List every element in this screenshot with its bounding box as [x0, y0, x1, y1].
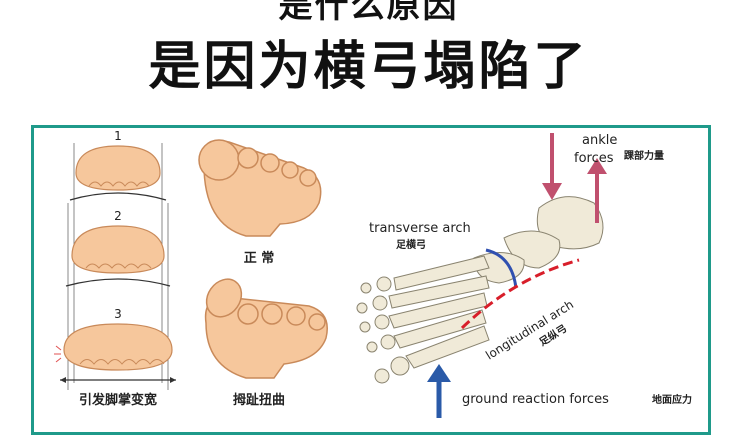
left-caption: 引发脚掌变宽: [79, 392, 157, 408]
twisted-caption: 拇趾扭曲: [233, 392, 285, 408]
transverse-label-cn: 足横弓: [396, 238, 426, 251]
foot-normal: [198, 139, 322, 237]
middle-panel: 正 常 拇趾扭曲: [198, 139, 328, 408]
width-arc-2: [65, 278, 171, 287]
longitudinal-arch-line: [460, 258, 580, 330]
right-panel: ankle forces 踝部力量 transverse arch 足横弓 lo…: [356, 133, 692, 418]
step-label-2: 2: [114, 209, 122, 223]
transverse-arch-line: [485, 248, 518, 289]
foot-medium: [71, 225, 165, 274]
page-headline: 是因为横弓塌陷了: [148, 37, 589, 97]
normal-caption: 正 常: [244, 250, 275, 266]
toes-medium: [85, 263, 152, 269]
foot-twisted: [204, 278, 328, 379]
diagram-svg: 1 2 3 引发脚掌变宽: [54, 129, 692, 418]
foot-skeleton: [356, 196, 604, 384]
ground-arrow-head: [427, 364, 451, 382]
ground-label-cn: 地面应力: [652, 393, 692, 406]
ankle-label-line1: ankle: [582, 133, 617, 148]
pain-marks: [54, 345, 62, 363]
foot-wide: [63, 323, 173, 371]
toes-narrow: [88, 181, 150, 187]
partial-title: 是什么原因: [278, 0, 459, 26]
width-arc-1: [69, 192, 167, 201]
toes-wide: [79, 359, 165, 365]
left-panel: 1 2 3 引发脚掌变宽: [54, 129, 176, 408]
diagram-frame: 1 2 3 引发脚掌变宽: [31, 125, 711, 435]
transverse-label: transverse arch: [369, 221, 471, 236]
ankle-label-cn: 踝部力量: [624, 149, 664, 162]
ankle-label-line2: forces: [574, 151, 614, 166]
step-label-1: 1: [114, 129, 122, 143]
ankle-arrow-up-head: [587, 158, 607, 174]
ankle-arrow-down-head: [542, 183, 562, 200]
step-label-3: 3: [114, 307, 122, 321]
foot-narrow: [75, 145, 161, 191]
ground-label: ground reaction forces: [462, 392, 609, 407]
